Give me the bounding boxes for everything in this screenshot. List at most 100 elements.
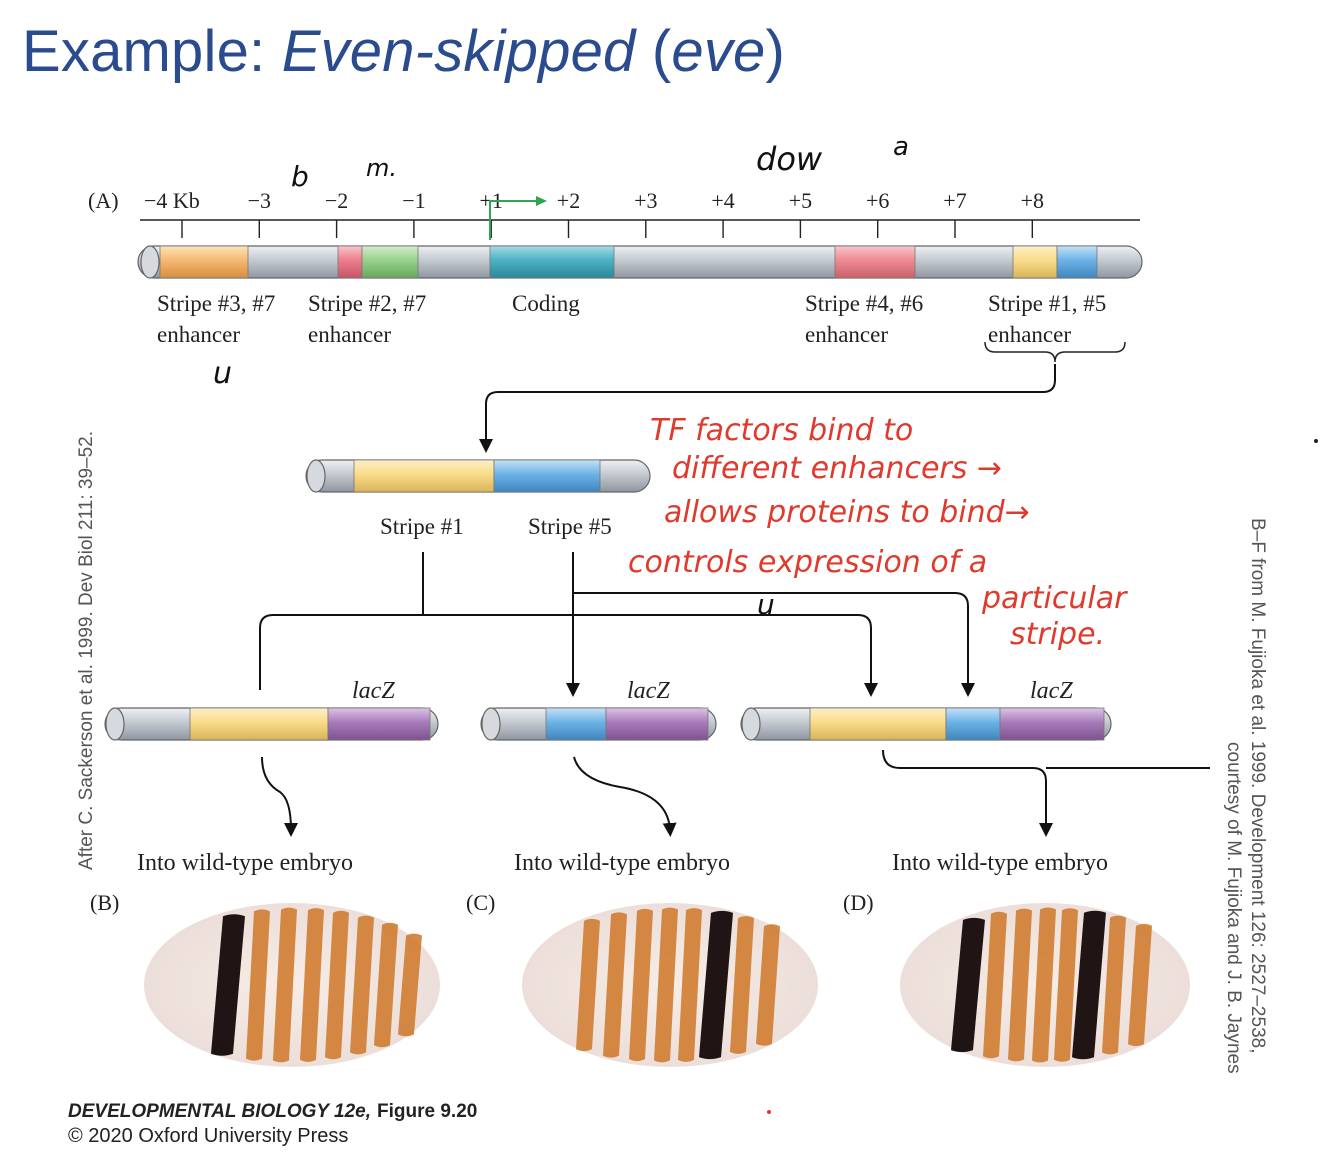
construct-rod-end xyxy=(306,459,326,493)
kb-tick-label: +2 xyxy=(557,188,580,213)
stray-dot-red xyxy=(767,1110,771,1114)
annotation-line-5: particular xyxy=(981,581,1128,616)
embryo-lacz-stripe xyxy=(699,910,733,1060)
reporter-connectors xyxy=(259,552,975,697)
embryo-eve-stripe xyxy=(300,908,324,1062)
handwritten-annotation: TF factors bind to different enhancers →… xyxy=(628,413,1128,652)
reporter3-stripe5-segment xyxy=(945,707,1001,741)
label-stripe15-l2: enhancer xyxy=(988,322,1071,347)
embryo-eve-stripe xyxy=(983,911,1007,1059)
reporter3-lacz-segment xyxy=(999,707,1105,741)
embryo-eve-stripe xyxy=(1032,907,1056,1063)
footer-book: DEVELOPMENTAL BIOLOGY 12e,Figure 9.20 xyxy=(68,1101,477,1122)
title-gene: Even-skipped xyxy=(281,19,636,84)
genomic-rod-body xyxy=(137,245,1143,279)
title-prefix: Example: xyxy=(22,19,282,84)
embryo-eve-stripe xyxy=(273,907,297,1063)
stripe46-enhancer-segment xyxy=(834,245,916,279)
embryo-eve-stripe xyxy=(1054,908,1078,1062)
embryo-d-stripes xyxy=(951,907,1152,1063)
scribble-u-1: u xyxy=(213,356,232,391)
label-stripe27-l1: Stripe #2, #7 xyxy=(308,291,426,316)
credit-right-1: B–F from M. Fujioka et al. 1999. Develop… xyxy=(1247,518,1268,1053)
title-abbr: eve xyxy=(671,19,766,84)
promoter-arrow xyxy=(489,200,536,240)
enhancer-construct xyxy=(305,459,651,493)
slide-title: Example: Even-skipped (eve) xyxy=(22,18,785,85)
annotation-line-6: stripe. xyxy=(1010,617,1105,652)
stripe27-enhancer-pink-segment xyxy=(337,245,363,279)
embryo-lacz-stripe xyxy=(1072,910,1106,1060)
injection-label-d: Into wild-type embryo xyxy=(892,850,1108,876)
kb-ticks: −4 Kb−3−2−1+1+2+3+4+5+6+7+8 xyxy=(144,188,1044,238)
kb-tick-label: −4 Kb xyxy=(144,188,200,213)
credit-left: After C. Sackerson et al. 1999. Dev Biol… xyxy=(76,431,97,870)
scribble-u-2: u xyxy=(757,588,775,621)
reporter2-lacz-segment xyxy=(605,707,709,741)
reporter1-stripe1-segment xyxy=(189,707,329,741)
label-stripe37-l1: Stripe #3, #7 xyxy=(157,291,275,316)
embryo-b-stripes xyxy=(211,907,422,1063)
reporter1-rod-end xyxy=(105,707,125,741)
embryo-eve-stripe xyxy=(374,922,398,1048)
embryo-photo-b xyxy=(135,895,452,1080)
coding-segment xyxy=(489,245,615,279)
embryo-photo-d xyxy=(889,895,1200,1080)
label-stripe27-l2: enhancer xyxy=(308,322,391,347)
lacz-label-1: lacZ xyxy=(352,678,395,704)
label-stripe46-l2: enhancer xyxy=(805,322,888,347)
genomic-rod xyxy=(137,245,1143,279)
embryo-eve-stripe xyxy=(678,908,702,1062)
injection-label-b: Into wild-type embryo xyxy=(137,850,353,876)
annotation-line-1: TF factors bind to xyxy=(650,413,913,448)
kb-tick-label: +6 xyxy=(866,188,889,213)
embryo-eve-stripe xyxy=(654,907,678,1063)
footer-copyright: © 2020 Oxford University Press xyxy=(68,1125,348,1147)
label-stripe46-l1: Stripe #4, #6 xyxy=(805,291,923,316)
reporter1-lacz-segment xyxy=(327,707,431,741)
embryo-eve-stripe xyxy=(1128,923,1152,1047)
credit-right-2: courtesy of M. Fujioka and J. B. Jaynes xyxy=(1223,742,1244,1074)
embryo-eve-stripe xyxy=(350,915,374,1055)
stripe27-enhancer-green-segment xyxy=(361,245,419,279)
title-abbr-close: ) xyxy=(765,19,785,84)
stripe5-enhancer-segment xyxy=(1056,245,1098,279)
embryo-eve-stripe xyxy=(730,916,754,1054)
label-coding: Coding xyxy=(512,291,580,316)
annotation-line-3: allows proteins to bind→ xyxy=(664,495,1030,530)
lacz-label-2: lacZ xyxy=(627,678,670,704)
scribble-m: m. xyxy=(366,154,397,182)
reporter-stripe5 xyxy=(480,707,717,741)
injection-arrow-d xyxy=(882,749,1053,837)
kb-tick-label: +7 xyxy=(943,188,966,213)
stripe37-enhancer-segment xyxy=(159,245,249,279)
embryo-photo-c xyxy=(512,895,828,1080)
construct-label-stripe5: Stripe #5 xyxy=(528,514,612,539)
kb-tick-label: +4 xyxy=(711,188,734,213)
embryo-eve-stripe xyxy=(1008,908,1032,1062)
construct-stripe1-segment xyxy=(353,459,495,493)
injection-arrow-b xyxy=(261,756,298,837)
injection-arrow-c xyxy=(573,756,677,837)
embryo-eve-stripe xyxy=(756,924,780,1046)
segment-labels: Stripe #3, #7 enhancer Stripe #2, #7 enh… xyxy=(157,291,1106,347)
embryo-lacz-stripe xyxy=(951,917,985,1053)
embryo-eve-stripe xyxy=(629,908,653,1062)
embryo-eve-stripe xyxy=(398,933,422,1037)
stray-dot-black xyxy=(1314,439,1318,443)
label-stripe37-l2: enhancer xyxy=(157,322,240,347)
footer-figure: Figure 9.20 xyxy=(377,1101,477,1122)
reporter3-stripe1-segment xyxy=(809,707,947,741)
kb-tick-label: +3 xyxy=(634,188,657,213)
promoter-arrowhead xyxy=(536,196,547,206)
kb-tick-label: −3 xyxy=(248,188,271,213)
stripe1-enhancer-segment xyxy=(1012,245,1058,279)
label-stripe15-l1: Stripe #1, #5 xyxy=(988,291,1106,316)
reporter-stripe1 xyxy=(104,707,439,741)
embryo-eve-stripe xyxy=(325,910,349,1060)
panel-b-label: (B) xyxy=(90,890,119,915)
extraction-arrow xyxy=(479,364,1056,453)
lacz-label-3: lacZ xyxy=(1030,678,1073,704)
embryo-eve-stripe xyxy=(603,912,627,1058)
